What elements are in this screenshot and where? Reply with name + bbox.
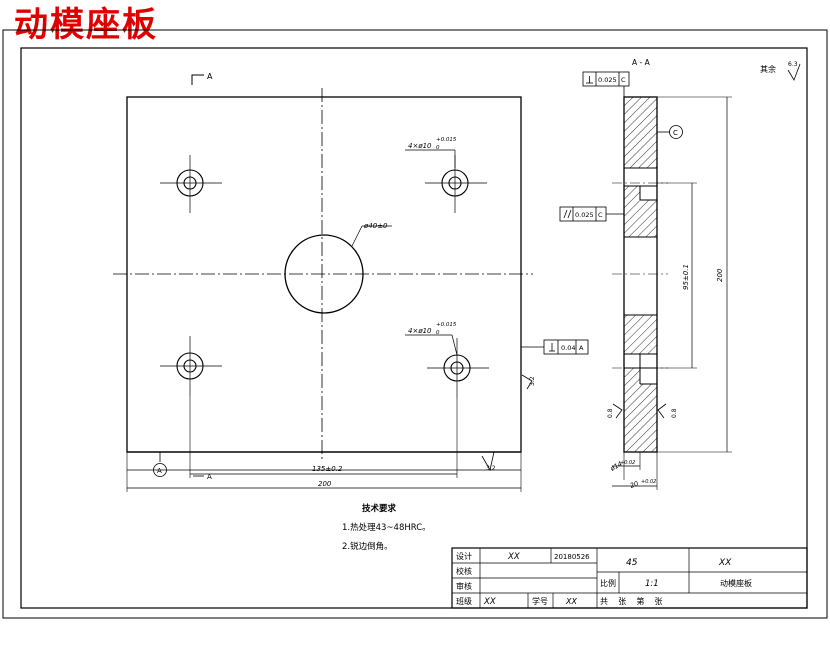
notes-line1: 1.热处理43~48HRC。 bbox=[342, 522, 431, 533]
roughness-rest-label: 其余 bbox=[760, 64, 776, 74]
tb-material: 45 bbox=[626, 558, 638, 568]
hole-top-dim: 4×ø10 bbox=[408, 142, 432, 150]
tb-code: XX bbox=[718, 558, 732, 568]
hole-top-left bbox=[160, 155, 222, 213]
view-marker-a: A bbox=[207, 72, 213, 81]
tb-part-name: 动模座板 bbox=[720, 578, 752, 588]
flatness-datum: C bbox=[621, 76, 626, 84]
center-hole bbox=[284, 234, 364, 314]
hole-top-tol: +0.015 bbox=[436, 137, 457, 143]
roughness-r2: 3.2 bbox=[486, 465, 496, 472]
outer-frame bbox=[2, 29, 828, 619]
hole-bottom-tol: +0.015 bbox=[436, 322, 457, 328]
dim-95: 95±0.1 bbox=[682, 264, 690, 290]
section-label: A - A bbox=[632, 58, 651, 67]
tb-class-value: XX bbox=[483, 597, 496, 607]
section-view bbox=[559, 63, 801, 490]
hole-bottom-right bbox=[427, 338, 489, 398]
hole-bottom-left bbox=[160, 336, 222, 396]
hole-bottom-tol-low: 0 bbox=[436, 330, 440, 336]
hole-bottom-dim: 4×ø10 bbox=[408, 327, 432, 335]
notes-heading: 技术要求 bbox=[362, 503, 397, 514]
center-hole-dim: ø40±0 bbox=[363, 222, 388, 230]
dim-200-height: 200 bbox=[716, 268, 724, 282]
roughness-r3: 0.8 bbox=[607, 408, 614, 418]
hole-top-tol-low: 0 bbox=[436, 145, 440, 151]
tb-check-label: 校核 bbox=[456, 566, 472, 576]
hole-top-right bbox=[425, 155, 487, 213]
tb-scale-value: 1:1 bbox=[645, 579, 659, 589]
inner-frame bbox=[20, 47, 808, 609]
dim-200-width: 200 bbox=[318, 480, 332, 488]
tb-review-label: 审核 bbox=[456, 581, 472, 591]
front-view bbox=[113, 74, 589, 492]
thick-b-tol: +0.02 bbox=[641, 479, 656, 485]
datum-a-circle: A bbox=[157, 467, 162, 475]
tb-design-value: XX bbox=[507, 552, 520, 562]
plate-outline bbox=[126, 96, 522, 453]
tb-date: 20180526 bbox=[554, 553, 590, 561]
thick-a-tol: +0.02 bbox=[620, 460, 635, 466]
parallel-value: 0.025 bbox=[575, 211, 594, 219]
parallel-datum: C bbox=[598, 211, 603, 219]
notes-line2: 2.锐边倒角。 bbox=[342, 541, 393, 552]
tb-student-label: 学号 bbox=[532, 596, 548, 606]
datum-a-arrow-label: A bbox=[207, 473, 212, 481]
tb-sheets: 共 张 第 张 bbox=[600, 596, 663, 606]
perp-value: 0.04 bbox=[561, 344, 575, 352]
dim-135: 135±0.2 bbox=[312, 465, 343, 473]
tb-class-label: 班级 bbox=[456, 596, 472, 606]
title-block bbox=[451, 547, 808, 609]
drawing-title: 动模座板 bbox=[14, 5, 158, 45]
flatness-value: 0.025 bbox=[598, 76, 617, 84]
perp-datum: A bbox=[579, 344, 584, 352]
datum-c: C bbox=[673, 129, 678, 137]
roughness-r1: 3.2 bbox=[529, 376, 536, 386]
tb-scale-label: 比例 bbox=[600, 578, 616, 588]
roughness-r4: 0.8 bbox=[671, 408, 678, 418]
thick-b: 20 bbox=[629, 480, 640, 490]
tb-student-value: XX bbox=[565, 597, 577, 606]
tb-design-label: 设计 bbox=[456, 551, 472, 561]
roughness-rest-value: 6.3 bbox=[788, 61, 798, 68]
